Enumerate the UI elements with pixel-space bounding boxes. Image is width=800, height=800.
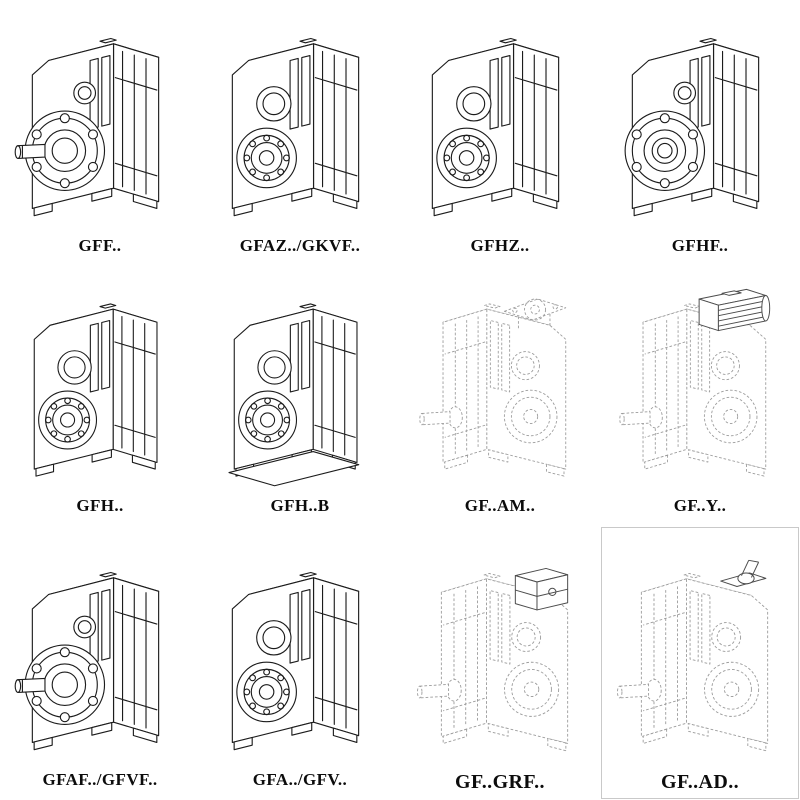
gearbox-flange-shaft-icon	[15, 572, 158, 749]
product-cell: GFH..	[0, 266, 200, 526]
gearbox-phantom-shaft-icon	[617, 560, 767, 750]
product-label: GFH..B	[270, 496, 330, 515]
gearbox-drawing	[211, 285, 389, 491]
gearbox-drawing	[611, 554, 789, 766]
gearbox-drawing	[11, 285, 189, 491]
gearbox-drawing	[611, 19, 789, 231]
product-label: GFAF../GFVF..	[42, 770, 158, 789]
gearbox-phantom-motor-icon	[620, 289, 770, 476]
product-label: GFA../GFV..	[252, 770, 348, 789]
gearbox-drawing	[11, 553, 189, 765]
gearbox-drawing	[211, 19, 389, 231]
gearbox-phantom-flange-icon	[420, 299, 566, 476]
gearbox-bores-icon	[34, 304, 157, 476]
product-label: GF..Y..	[673, 496, 727, 515]
gearbox-bores-icon	[232, 38, 358, 215]
gearbox-bores-icon	[432, 38, 558, 215]
gearbox-drawing	[611, 285, 789, 491]
product-label: GFF..	[78, 236, 122, 255]
product-cell: GFAZ../GKVF..	[200, 0, 400, 266]
product-cell: GF..GRF..	[400, 526, 600, 800]
product-label: GFH..	[76, 496, 124, 515]
product-label: GFHZ..	[470, 236, 530, 255]
gearbox-drawing	[411, 554, 589, 766]
product-label: GF..GRF..	[455, 771, 545, 793]
gearbox-bores-icon	[232, 572, 358, 749]
product-cell: GF..AM..	[400, 266, 600, 526]
product-label: GF..AM..	[464, 496, 536, 515]
product-label: GF..AD..	[660, 771, 740, 793]
gearbox-flange-icon	[625, 38, 759, 215]
gearbox-phantom-block-icon	[417, 568, 567, 750]
product-label: GFAZ../GKVF..	[239, 236, 361, 255]
product-cell: GFA../GFV..	[200, 526, 400, 800]
product-cell: GF..Y..	[600, 266, 800, 526]
gearbox-drawing	[211, 553, 389, 765]
product-cell: GFAF../GFVF..	[0, 526, 200, 800]
product-cell: GF..AD..	[600, 526, 800, 800]
product-cell: GFF..	[0, 0, 200, 266]
product-cell: GFH..B	[200, 266, 400, 526]
gearbox-drawing	[411, 19, 589, 231]
product-cell: GFHF..	[600, 0, 800, 266]
product-cell: GFHZ..	[400, 0, 600, 266]
gearbox-drawing	[11, 19, 189, 231]
gearbox-drawing	[411, 285, 589, 491]
gearbox-bores-foot-icon	[229, 304, 359, 486]
gearbox-flange-shaft-icon	[15, 38, 158, 215]
product-label: GFHF..	[671, 236, 729, 255]
